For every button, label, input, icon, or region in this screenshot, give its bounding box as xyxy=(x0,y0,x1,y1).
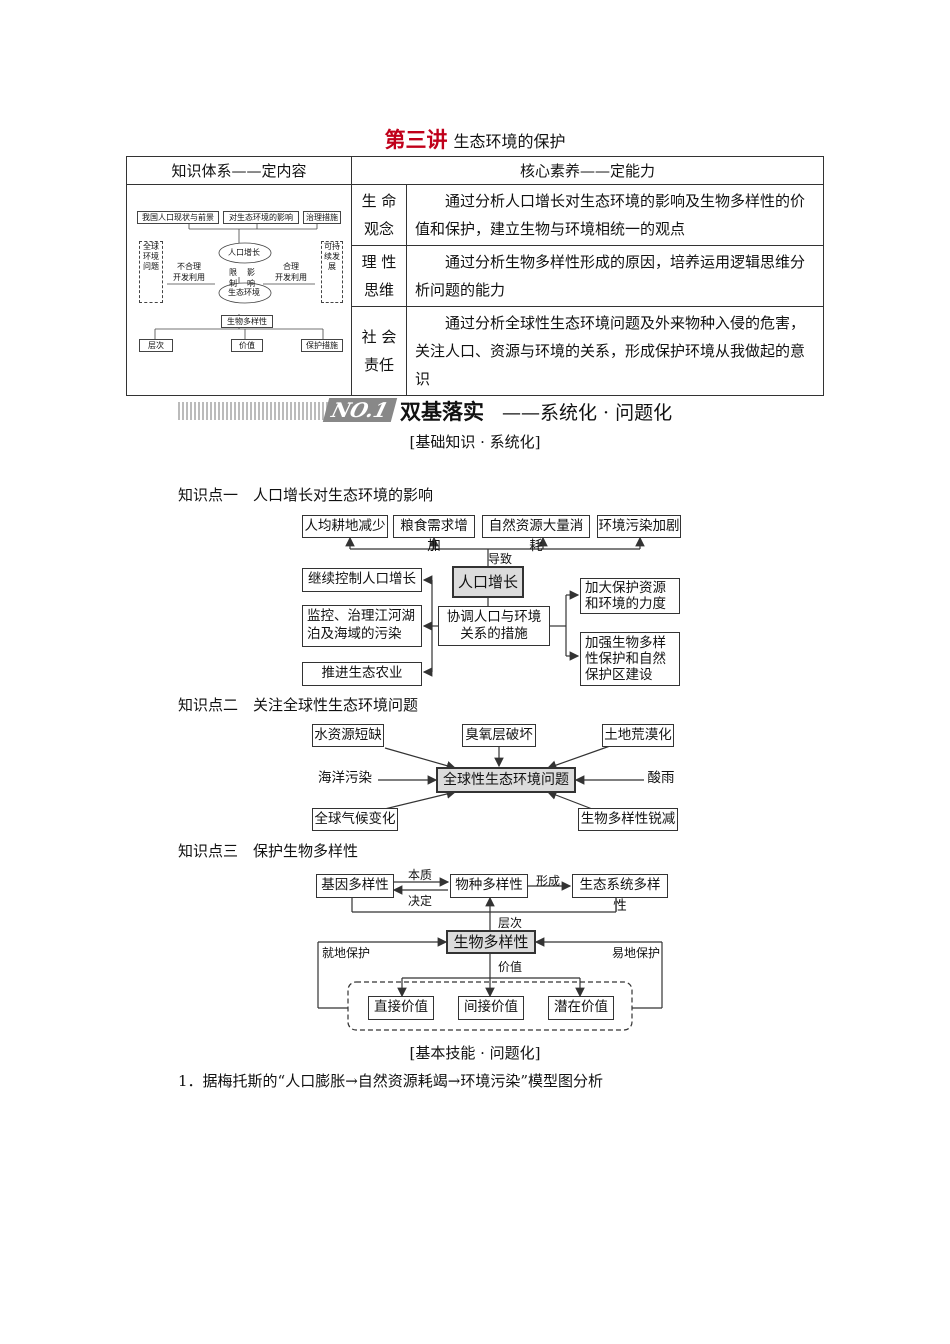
kp2-title: 知识点二 关注全球性生态环境问题 xyxy=(178,696,419,714)
mini-oval-bottom: 生态环境 xyxy=(228,288,260,297)
global-issue: 生物多样性锐减 xyxy=(578,808,678,831)
page-title: 第三讲生态环境的保护 xyxy=(0,124,950,154)
section-banner: NO.1 双基落实 ——系统化 · 问题化 xyxy=(178,396,778,426)
effect-box: 环境污染加剧 xyxy=(597,515,681,538)
row1-label: 生 命 观念 xyxy=(351,184,407,246)
global-issue: 酸雨 xyxy=(644,768,678,791)
mini-bottom-2: 价值 xyxy=(231,339,263,352)
knowledge-map: 我国人口现状与前景 对生态环境的影响 治理措施 全球环境问题 可持续发展 人口增… xyxy=(126,184,352,396)
measure-right: 加强生物多样性保护和自然保护区建设 xyxy=(580,632,680,686)
insitu-label: 就地保护 xyxy=(322,946,371,960)
exsitu-label: 易地保护 xyxy=(612,946,661,960)
mini-oval-top: 人口增长 xyxy=(228,248,260,257)
row2-text: 通过分析生物多样性形成的原因，培养运用逻辑思维分析问题的能力 xyxy=(406,245,824,307)
form-label: 形成 xyxy=(536,874,561,888)
global-issue: 水资源短缺 xyxy=(312,724,384,747)
value-box: 间接价值 xyxy=(458,996,524,1020)
ecosystem-diversity-box: 生态系统多样性 xyxy=(572,874,668,914)
col2-header: 核心素养——定能力 xyxy=(351,156,824,185)
overview-table: 知识体系——定内容 核心素养——定能力 xyxy=(126,156,824,396)
lecture-number: 第三讲 xyxy=(384,127,448,152)
mini-limit: 限制 xyxy=(229,268,237,288)
section-basic-knowledge: [基础知识 · 系统化] xyxy=(409,433,541,451)
global-issue: 土地荒漠化 xyxy=(602,724,674,747)
measure-left: 继续控制人口增长 xyxy=(302,568,422,592)
measure-left: 推进生态农业 xyxy=(302,662,422,686)
level-label: 层次 xyxy=(498,916,523,930)
measure-left: 监控、治理江河湖泊及海域的污染 xyxy=(302,605,422,647)
mini-left-arrow: 不合理 开发利用 xyxy=(173,262,205,282)
mini-top-3: 治理措施 xyxy=(303,211,341,224)
mini-bottom-1: 层次 xyxy=(139,339,173,352)
row3-text: 通过分析全球性生态环境问题及外来物种入侵的危害，关注人口、资源与环境的关系，形成… xyxy=(406,306,824,396)
effect-box: 粮食需求增加 xyxy=(393,515,475,554)
kp3-title: 知识点三 保护生物多样性 xyxy=(178,842,359,860)
question-1: 1．据梅托斯的“人口膨胀→自然资源耗竭→环境污染”模型图分析 xyxy=(178,1072,604,1090)
banner-subtitle: ——系统化 · 问题化 xyxy=(502,402,673,424)
mini-concept-map: 我国人口现状与前景 对生态环境的影响 治理措施 全球环境问题 可持续发展 人口增… xyxy=(127,189,351,391)
mini-bottom-3: 保护措施 xyxy=(301,339,343,352)
gene-diversity-box: 基因多样性 xyxy=(316,874,394,898)
measure-right: 加大保护资源和环境的力度 xyxy=(580,578,680,614)
mini-center: 生物多样性 xyxy=(221,315,273,328)
measures-box: 协调人口与环境关系的措施 xyxy=(438,606,550,646)
species-diversity-box: 物种多样性 xyxy=(450,874,528,898)
banner-stripes xyxy=(178,402,328,420)
lecture-topic: 生态环境的保护 xyxy=(453,132,566,151)
global-issue: 全球气候变化 xyxy=(312,808,398,831)
mini-right-arrow: 合理 开发利用 xyxy=(275,262,307,282)
mini-left: 全球环境问题 xyxy=(139,241,163,303)
global-issue: 海洋污染 xyxy=(314,768,376,791)
value-label: 价值 xyxy=(498,960,523,974)
row2-label: 理 性 思维 xyxy=(351,245,407,307)
row3-label: 社 会 责任 xyxy=(351,306,407,396)
banner-title: 双基落实 xyxy=(400,399,484,424)
value-box: 直接价值 xyxy=(368,996,434,1020)
kp1-title: 知识点一 人口增长对生态环境的影响 xyxy=(178,486,434,504)
biodiversity-center: 生物多样性 xyxy=(446,930,536,954)
decide-label: 决定 xyxy=(408,894,433,908)
mini-top-1: 我国人口现状与前景 xyxy=(137,211,219,224)
lead-to-label: 导致 xyxy=(488,552,513,566)
population-growth-box: 人口增长 xyxy=(452,566,524,598)
global-issues-center: 全球性生态环境问题 xyxy=(436,767,576,793)
mini-map-lines xyxy=(154,217,324,339)
global-issue: 臭氧层破坏 xyxy=(462,724,536,747)
value-box: 潜在价值 xyxy=(548,996,614,1020)
section-basic-skill: [基本技能 · 问题化] xyxy=(409,1044,541,1062)
mini-right: 可持续发展 xyxy=(321,241,343,303)
essence-label: 本质 xyxy=(408,868,433,882)
row1-text: 通过分析人口增长对生态环境的影响及生物多样性的价值和保护，建立生物与环境相统一的… xyxy=(406,184,824,246)
effect-box: 自然资源大量消耗 xyxy=(482,515,590,554)
effect-box: 人均耕地减少 xyxy=(302,515,388,538)
mini-affect: 影响 xyxy=(247,268,255,288)
mini-top-2: 对生态环境的影响 xyxy=(223,211,299,224)
